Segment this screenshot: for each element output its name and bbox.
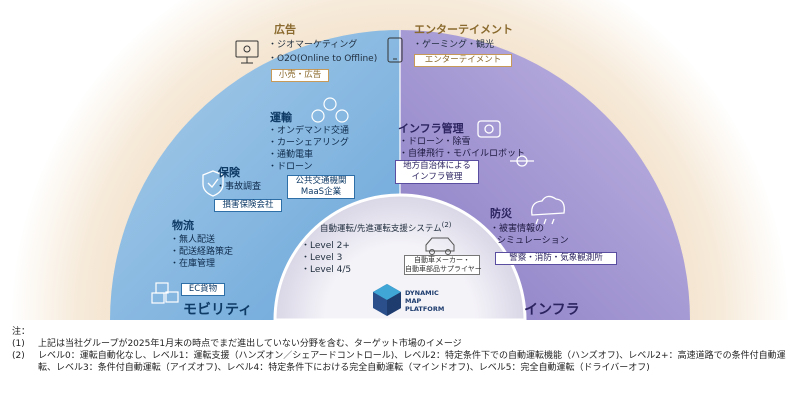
core-level: ・Level 4/5 [301,265,352,275]
weather-icon [531,195,565,225]
infra-mgmt-item: ・自律飛行・モバイルロボット [399,149,526,159]
infra-mgmt-tag-line: 地方自治体による [403,161,471,171]
note-row: (1) 上記は当社グループが2025年1月末の時点でまだ進出していない分野を含む… [12,338,792,350]
transport-tag-line: 公共交通機関 [295,176,347,186]
ad-item: ・ジオマーケティング [268,40,358,50]
car-icon [425,237,455,255]
note-text: レベル0：運転自動化なし、レベル1：運転支援（ハンズオン／シェアードコントロール… [38,351,786,373]
footnotes: 注： (1) 上記は当社グループが2025年1月末の時点でまだ進出していない分野… [12,326,792,374]
logistics-box-icon [151,282,179,304]
note-num: (1) [12,339,25,349]
core-title-text: 自動運転/先進運転支援システム [320,223,442,234]
note-row: (2) レベル0：運転自動化なし、レベル1：運転支援（ハンズオン／シェアードコン… [12,350,792,374]
transport-item: ・オンデマンド交通 [268,126,350,136]
ent-tag: エンターテイメント [414,54,512,67]
core-level: ・Level 3 [301,253,343,263]
market-diagram: 広告 ・ジオマーケティング ・O2O(Online to Offline) 小売… [12,0,788,320]
logo-text: DYNAMIC MAP PLATFORM [405,289,444,313]
transport-tag-line: MaaS企業 [300,187,342,197]
ad-monitor-icon [235,40,259,64]
core-zone [273,193,527,320]
transport-item: ・通勤電車 [268,150,314,160]
disaster-tag: 警察・消防・気象観測所 [495,252,617,265]
logo-line: DYNAMIC [405,289,439,297]
insurance-item: ・事故調査 [216,182,262,192]
transport-item: ・ドローン [268,162,313,172]
note-num: (2) [12,351,25,361]
core-tag-line: 自動車メーカー・ [414,256,470,264]
logistics-item: ・在庫管理 [170,259,216,269]
logo-line: MAP [405,297,422,305]
shield-icon [202,170,224,197]
infra-mgmt-tag: 地方自治体による インフラ管理 [395,160,479,184]
transport-icon [311,97,349,123]
infra-mgmt-tag-line: インフラ管理 [411,172,463,182]
logistics-tag: EC貨物 [181,283,225,296]
ent-item: ・ゲーミング・観光 [413,40,495,50]
infra-camera-icon [477,120,534,167]
disaster-item: シミュレーション [497,236,569,246]
insurance-tag: 損害保険会社 [214,199,282,212]
phone-icon [387,37,403,63]
logistics-item: ・配送経路策定 [170,247,234,257]
logistics-title: 物流 [172,219,194,232]
infra-mgmt-item: ・ドローン・除雪 [399,137,471,147]
transport-item: ・カーシェアリング [268,138,349,148]
insurance-title: 保険 [218,166,240,179]
ad-tag: 小売・広告 [271,69,329,82]
notes-head: 注： [12,327,31,337]
ad-item: ・O2O(Online to Offline) [268,54,378,64]
dmp-logo-icon [373,284,401,316]
transport-tag: 公共交通機関 MaaS企業 [287,175,355,199]
note-text: 上記は当社グループが2025年1月末の時点でまだ進出していない分野を含む、ターゲ… [38,339,462,349]
logo-line: PLATFORM [405,305,445,313]
infra-label: インフラ [524,302,580,318]
disaster-item: ・被害情報の [490,224,545,234]
ad-title: 広告 [274,23,296,36]
core-level: ・Level 2+ [301,241,350,251]
ent-title: エンターテイメント [414,23,513,36]
logistics-item: ・無人配送 [170,235,216,245]
core-tag: 自動車メーカー・ 自動車部品サプライヤー [404,255,482,275]
core-note: (2) [441,221,452,229]
disaster-title: 防災 [490,207,512,220]
infra-mgmt-title: インフラ管理 [398,122,464,135]
mobility-label: モビリティ [183,302,253,318]
transport-title: 運輸 [270,111,292,124]
core-title: 自動運転/先進運転支援システム(2) [320,221,452,234]
core-tag-line: 自動車部品サプライヤー [405,265,482,273]
